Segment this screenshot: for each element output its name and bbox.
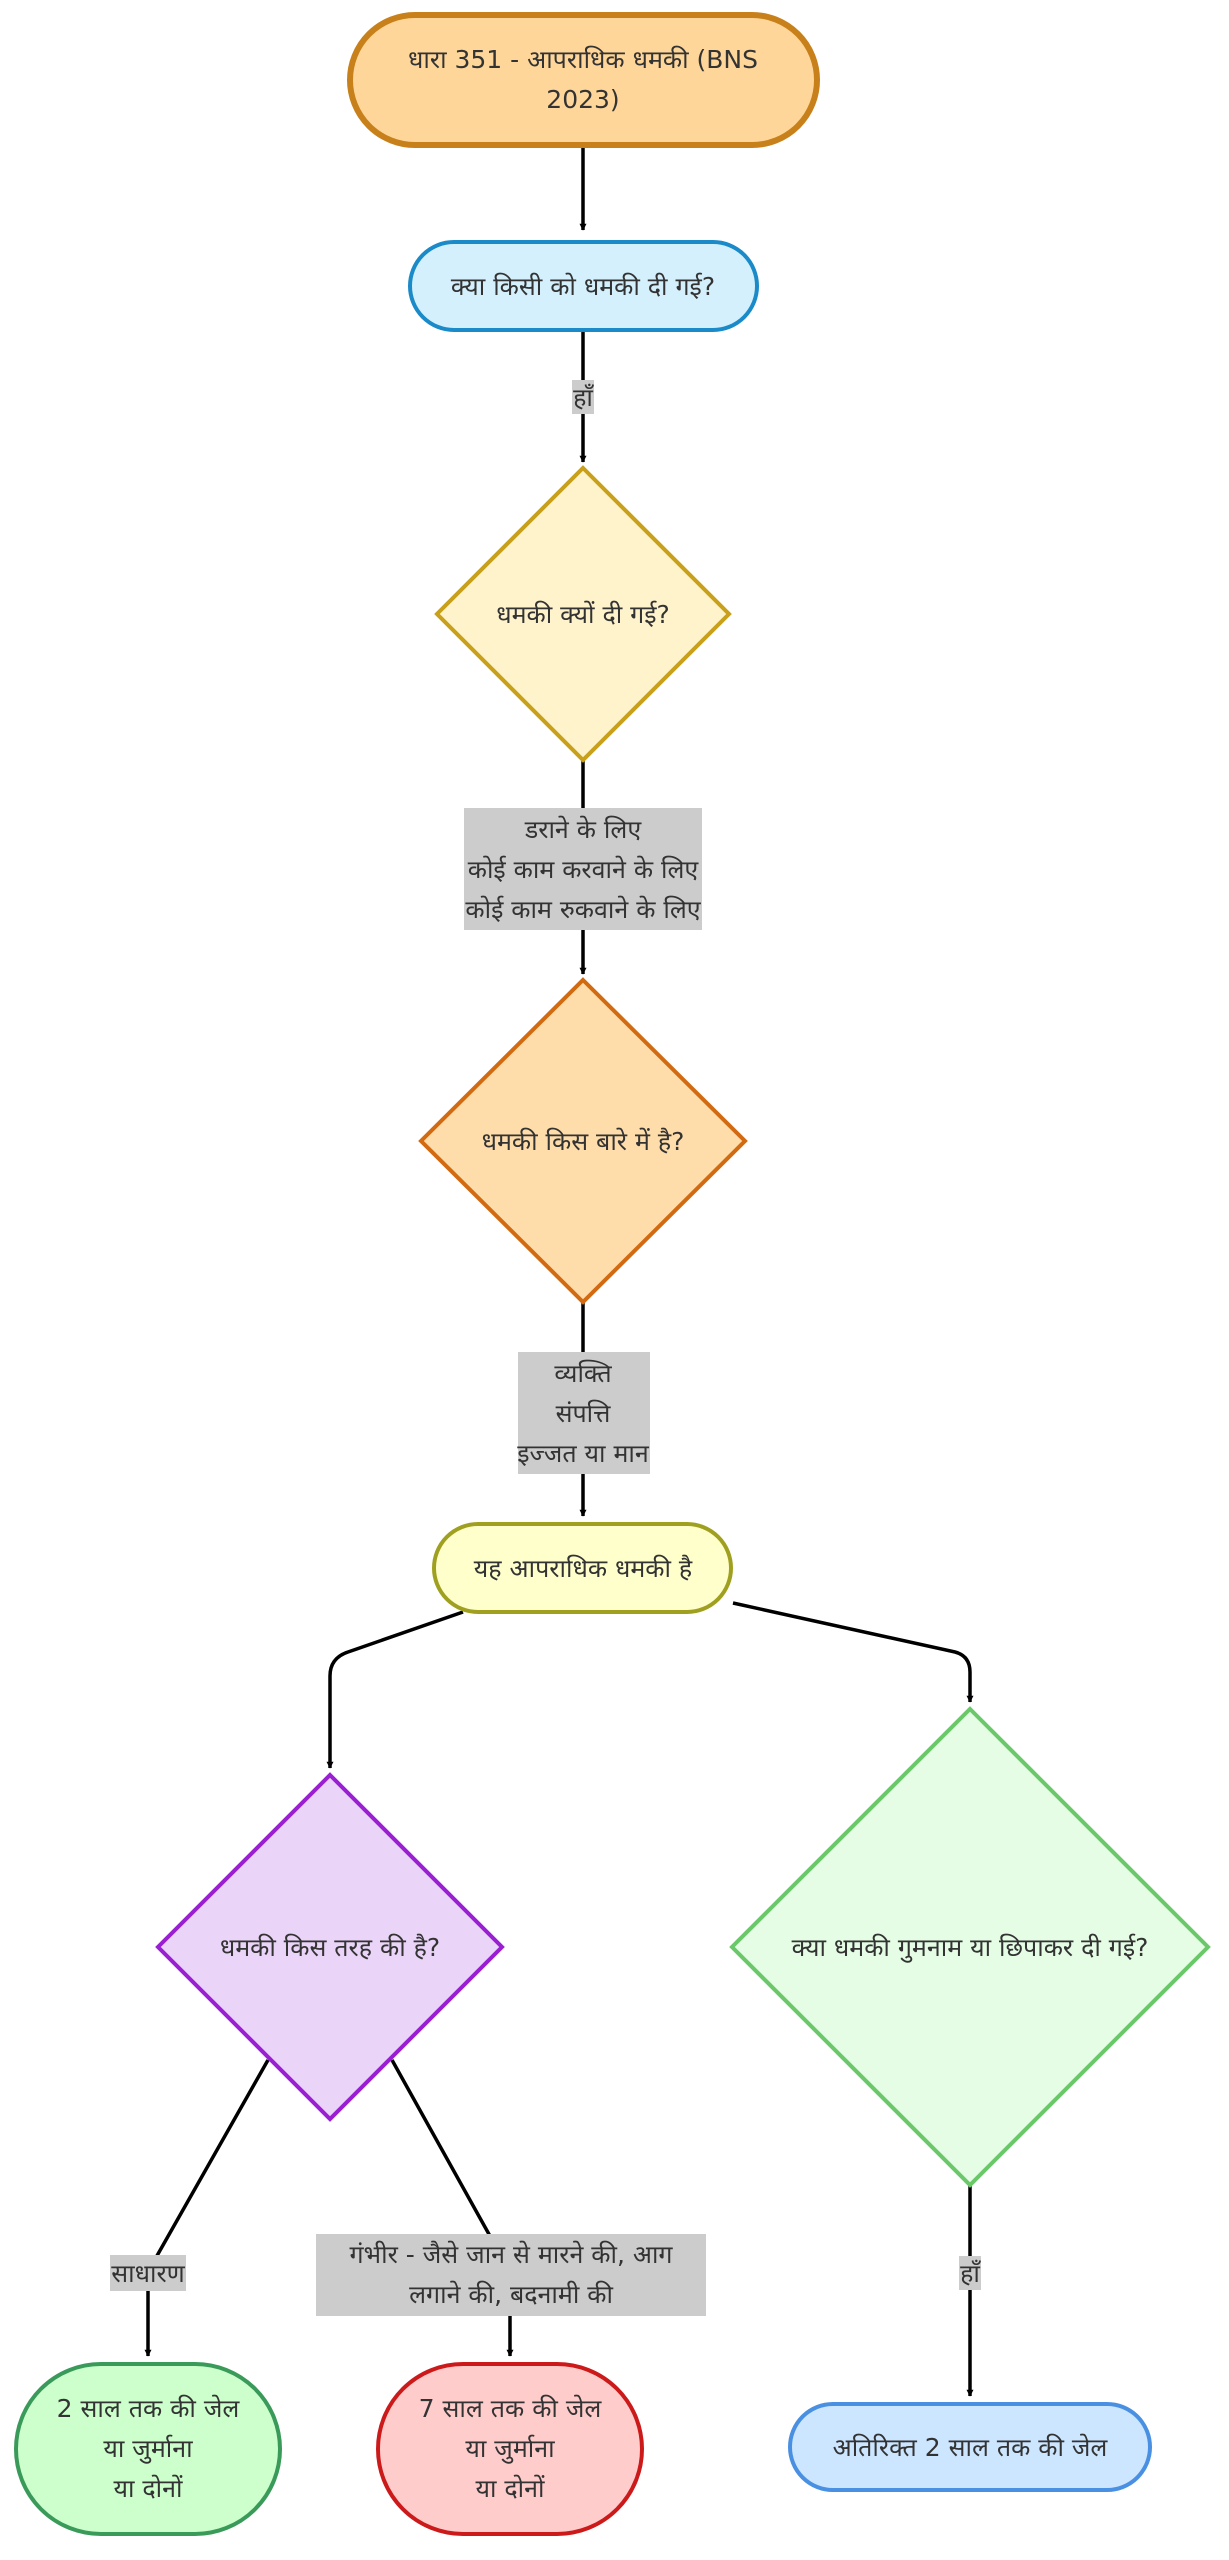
edge-label-why-out: डराने के लिए कोई काम करवाने के लिए कोई क… [464,808,702,930]
node-why: धमकी क्यों दी गई? [434,465,732,763]
edge-crime-to-kind [326,1610,464,1769]
node-crime-text: यह आपराधिक धमकी है [474,1554,693,1583]
edge-label-simple: साधारण [110,2255,186,2291]
node-simple-penalty-line-1: 2 साल तक की जेल [57,2394,241,2423]
edge-label-serious: गंभीर - जैसे जान से मारने की, आग लगाने क… [316,2234,706,2316]
edge-label-simple-text: साधारण [111,2259,185,2288]
edge-label-serious-line-2: लगाने की, बदनामी की [409,2280,613,2309]
nodes: धारा 351 - आपराधिक धमकी (BNS 2023) क्या … [14,12,1211,2536]
node-question-threat-shape [408,240,759,332]
node-kind-shape [155,1772,505,2122]
node-about: धमकी किस बारे में है? [418,977,748,1305]
node-extra-penalty-shape [788,2402,1152,2492]
edge-label-about-out-line-2: संपत्ति [556,1399,612,1428]
node-kind: धमकी किस तरह की है? [155,1772,505,2122]
node-kind-text: धमकी किस तरह की है? [220,1933,440,1962]
node-simple-penalty-shape [14,2362,282,2536]
edge-label-yes-2: हाँ [959,2256,982,2290]
node-extra-penalty-text: अतिरिक्त 2 साल तक की जेल [833,2433,1109,2462]
edge-label-about-out-line-3: इज्जत या मान [517,1439,650,1468]
node-anon-shape [729,1706,1211,2188]
edge-label-about-out-line-1: व्यक्ति [554,1359,612,1388]
node-about-shape [418,977,748,1305]
edge-label-yes-1: हाँ [572,380,595,414]
node-serious-penalty: 7 साल तक की जेल या जुर्माना या दोनों [376,2362,644,2536]
node-anon: क्या धमकी गुमनाम या छिपाकर दी गई? [729,1706,1211,2188]
node-question-threat-text: क्या किसी को धमकी दी गई? [451,272,715,301]
edge-label-why-out-line-3: कोई काम रुकवाने के लिए [465,895,701,924]
node-question-threat: क्या किसी को धमकी दी गई? [408,240,759,332]
edge-label-serious-line-1: गंभीर - जैसे जान से मारने की, आग [349,2240,673,2269]
node-why-text: धमकी क्यों दी गई? [496,600,670,629]
node-start-line-2: 2023) [546,85,619,114]
node-serious-penalty-shape [376,2362,644,2536]
edge-labels: हाँ डराने के लिए कोई काम करवाने के लिए क… [110,380,982,2316]
edge-label-why-out-line-1: डराने के लिए [524,815,642,844]
node-extra-penalty: अतिरिक्त 2 साल तक की जेल [788,2402,1152,2492]
node-start-shape [347,12,820,148]
node-why-shape [434,465,732,763]
node-simple-penalty-line-2: या जुर्माना [103,2434,193,2464]
edge-kind-to-simple [144,2059,270,2357]
node-anon-text: क्या धमकी गुमनाम या छिपाकर दी गई? [792,1933,1149,1963]
node-start-line-1: धारा 351 - आपराधिक धमकी (BNS [408,45,758,74]
node-simple-penalty-line-3: या दोनों [113,2474,183,2503]
node-start: धारा 351 - आपराधिक धमकी (BNS 2023) [347,12,820,148]
edge-label-yes-1-text: हाँ [573,383,595,412]
node-serious-penalty-line-3: या दोनों [475,2474,545,2503]
node-serious-penalty-line-1: 7 साल तक की जेल [419,2394,603,2423]
edge-crime-to-anon [732,1601,974,1703]
node-serious-penalty-line-2: या जुर्माना [465,2434,555,2464]
node-about-text: धमकी किस बारे में है? [482,1127,685,1156]
node-simple-penalty: 2 साल तक की जेल या जुर्माना या दोनों [14,2362,282,2536]
edge-label-about-out: व्यक्ति संपत्ति इज्जत या मान [517,1352,650,1474]
node-crime: यह आपराधिक धमकी है [432,1522,733,1614]
node-crime-shape [432,1522,733,1614]
edge-label-why-out-line-2: कोई काम करवाने के लिए [468,855,700,884]
edge-label-yes-2-text: हाँ [960,2259,982,2288]
